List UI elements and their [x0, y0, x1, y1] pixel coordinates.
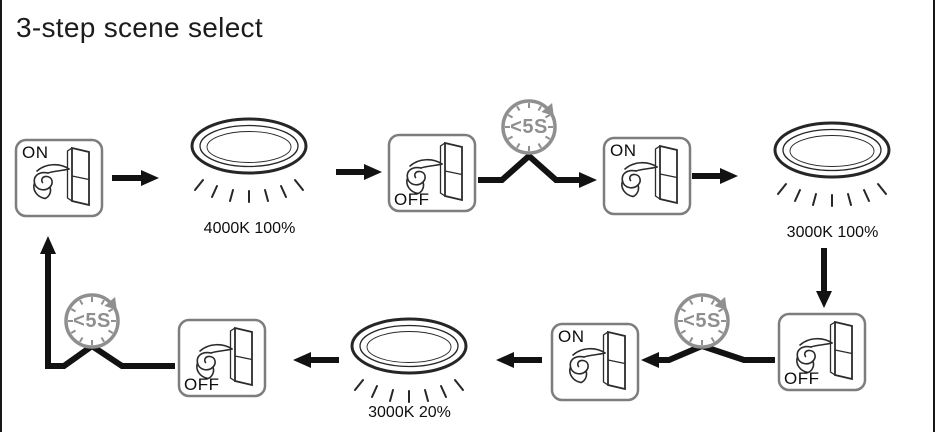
switch-state-label: OFF [184, 375, 220, 394]
switch-state-label: ON [22, 143, 49, 162]
switch-state-label: ON [610, 141, 637, 160]
arrow-sw5-to-lamp3 [496, 352, 542, 368]
ceiling-light-icon [770, 112, 895, 212]
switch-state-label: ON [558, 327, 585, 346]
page-title: 3-step scene select [16, 12, 263, 43]
switch-on-step3: ON [550, 322, 640, 402]
timer-label: <5S [510, 115, 548, 138]
timer-under-5s-right: <5S [670, 288, 734, 352]
arrow-lamp1-to-sw2 [336, 164, 382, 180]
arrow-sw3-to-lamp2 [692, 168, 738, 184]
ceiling-light-scene2 [770, 112, 895, 212]
timer-under-5s-top: <5S [497, 94, 561, 158]
switch-on-step1: ON [14, 138, 104, 218]
ceiling-light-icon [187, 108, 312, 208]
switch-off-step2: OFF [387, 133, 477, 213]
switch-off-step3: OFF [777, 312, 867, 392]
ceiling-light-scene1 [187, 108, 312, 208]
ceiling-light-scene3 [347, 308, 472, 408]
switch-state-label: OFF [784, 369, 820, 388]
lamp-setting-label-scene1: 4000K 100% [203, 220, 296, 237]
arrow-down-lamp2-to-sw4 [816, 248, 832, 308]
connector-timer-top-arrow-sw2-to-sw3 [478, 151, 597, 188]
timer-under-5s-left: <5S [60, 288, 124, 352]
arrow-lamp3-to-sw6 [293, 352, 339, 368]
switch-on-step2: ON [602, 136, 692, 216]
arrow-sw1-to-lamp1 [112, 170, 159, 186]
timer-label: <5S [73, 309, 111, 332]
lamp-setting-label-scene3: 3000K 20% [368, 404, 451, 421]
switch-off-step4: OFF [177, 318, 267, 398]
timer-label: <5S [683, 309, 721, 332]
switch-state-label: OFF [394, 190, 430, 209]
lamp-setting-label-scene2: 3000K 100% [786, 224, 879, 241]
ceiling-light-icon [347, 308, 472, 408]
